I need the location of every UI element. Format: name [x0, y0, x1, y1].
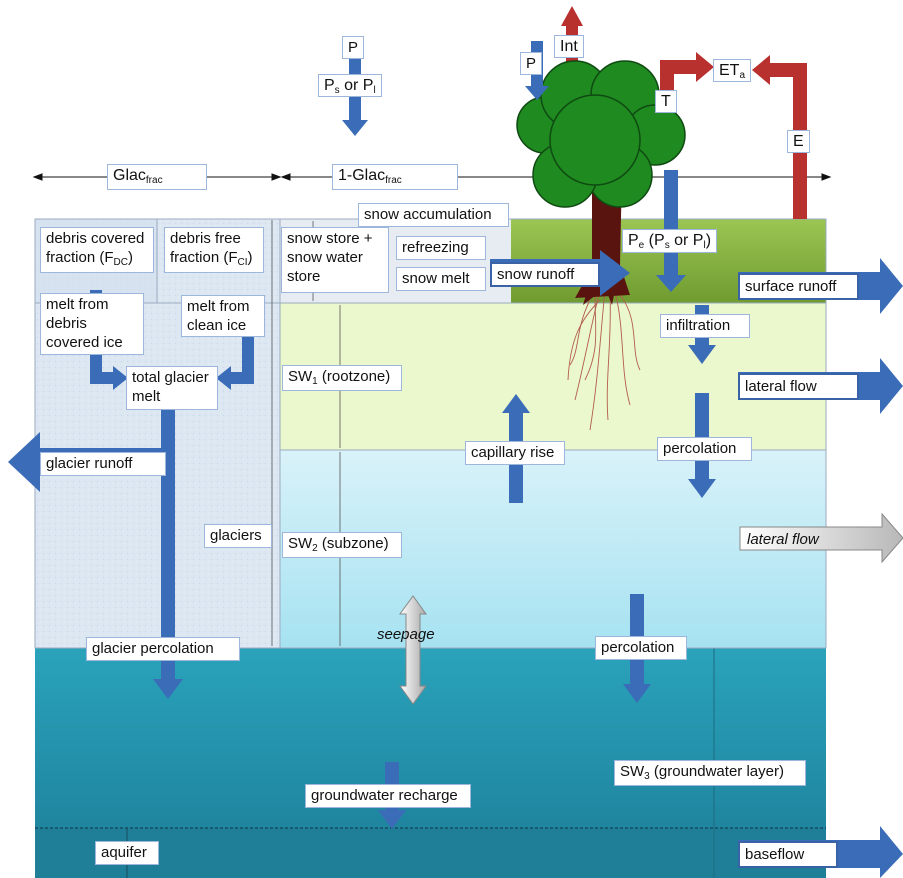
label-transpiration: T — [655, 90, 677, 113]
label-percolation-2: percolation — [595, 636, 687, 660]
label-snow-store: snow store + snow water store — [281, 227, 389, 293]
tree-roots — [567, 289, 641, 431]
glac-sub: frac — [145, 175, 163, 186]
sw3-post: (groundwater layer) — [649, 763, 784, 780]
label-glacier-runoff: glacier runoff — [40, 452, 166, 476]
sw2-post: (subzone) — [317, 535, 389, 552]
label-sw2-subzone: SW2 (subzone) — [282, 532, 402, 558]
label-lateral-flow-2: lateral flow — [747, 531, 819, 548]
nonglac-sub: frac — [385, 175, 402, 186]
label-baseflow: baseflow — [738, 841, 838, 868]
label-snow-melt: snow melt — [396, 267, 486, 291]
dff-line2: fraction (FCI) — [170, 248, 258, 268]
dcf-post: ) — [127, 249, 133, 266]
pe-pre: P — [628, 232, 639, 249]
label-evaporation: E — [787, 130, 810, 153]
label-glac-frac: Glacfrac — [107, 164, 207, 190]
pe-sub3: l — [703, 240, 706, 251]
dcf-line1: debris covered — [46, 230, 145, 247]
pe-post: ) — [705, 232, 712, 249]
label-percolation-1: percolation — [657, 437, 752, 461]
ps-mid: or P — [339, 77, 374, 94]
label-p-tree: P — [520, 52, 543, 75]
label-lateral-flow-1: lateral flow — [738, 373, 859, 400]
label-refreezing: refreezing — [396, 236, 486, 260]
tree — [516, 60, 686, 305]
label-ps-or-pl: Ps or Pl — [318, 74, 382, 97]
pe-sub2: s — [664, 240, 670, 251]
grey-flow-arrows — [399, 512, 903, 705]
label-total-glacier-melt: total glacier melt — [126, 366, 218, 410]
label-melt-from-debris: melt from debris covered ice — [40, 293, 144, 355]
pe-mid2: or P — [669, 232, 704, 249]
label-p-top: P — [342, 36, 365, 59]
label-seepage: seepage — [377, 626, 435, 643]
sw2-sub: 2 — [312, 543, 318, 554]
label-glaciers: glaciers — [204, 524, 272, 548]
label-groundwater-recharge: groundwater recharge — [305, 784, 471, 808]
label-debris-covered-fraction: debris covered fraction (FDC) — [40, 227, 154, 273]
label-snow-runoff: snow runoff — [490, 262, 600, 287]
pe-mid: (P — [644, 232, 665, 249]
label-interception: Int — [554, 35, 584, 58]
eta-sub: a — [739, 70, 746, 81]
dcf-line2: fraction (FDC) — [46, 248, 148, 268]
eta-pre: ET — [719, 62, 740, 79]
sw3-pre: SW — [620, 763, 645, 780]
label-one-minus-glac-frac: 1-Glacfrac — [332, 164, 458, 190]
nonglac-pre: 1-Glac — [338, 167, 386, 184]
dff-line1: debris free — [170, 230, 241, 247]
label-sw3-groundwater: SW3 (groundwater layer) — [614, 760, 806, 786]
pl-sub: l — [373, 85, 376, 96]
sw2-pre: SW — [288, 535, 313, 552]
dff-post: ) — [247, 249, 253, 266]
sw1-sub: 1 — [312, 376, 318, 387]
aquifer-zone — [35, 828, 826, 878]
glac-pre: Glac — [113, 167, 146, 184]
dcf-text: fraction (F — [46, 249, 114, 266]
ps-pre: P — [324, 77, 335, 94]
label-eta: ETa — [713, 59, 752, 82]
label-sw1-rootzone: SW1 (rootzone) — [282, 365, 402, 391]
sw1-pre: SW — [288, 368, 313, 385]
pe-sub: e — [638, 240, 645, 251]
ps-sub: s — [334, 85, 340, 96]
label-melt-from-clean-ice: melt from clean ice — [181, 295, 265, 337]
label-capillary-rise: capillary rise — [465, 441, 565, 465]
label-aquifer: aquifer — [95, 841, 159, 865]
dff-text: fraction (F — [170, 249, 238, 266]
sw3-sub: 3 — [644, 771, 650, 782]
label-pe: Pe (Ps or Pl) — [622, 229, 718, 253]
label-debris-free-fraction: debris free fraction (FCI) — [164, 227, 264, 273]
label-infiltration: infiltration — [660, 314, 750, 338]
dff-sub: CI — [237, 257, 248, 268]
label-snow-accumulation: snow accumulation — [358, 203, 509, 227]
label-glacier-percolation: glacier percolation — [86, 637, 240, 661]
dcf-sub: DC — [113, 257, 128, 268]
label-surface-runoff: surface runoff — [738, 273, 859, 300]
sw1-post: (rootzone) — [317, 368, 391, 385]
